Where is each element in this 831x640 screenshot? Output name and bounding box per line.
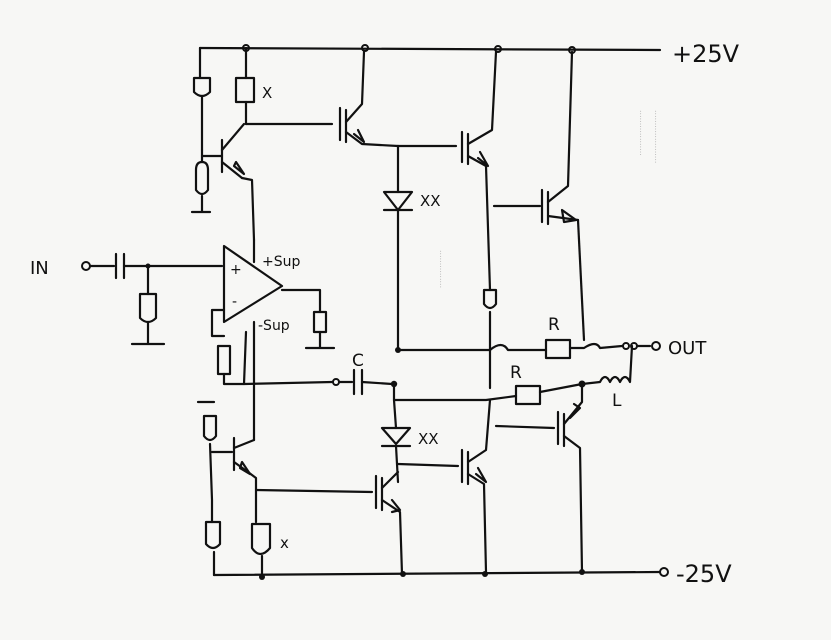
transistor-q8 — [494, 384, 584, 574]
neg-supply-label: -Sup — [258, 318, 290, 334]
transistor-q3 — [338, 50, 400, 148]
diode-bottom-label: XX — [418, 430, 439, 448]
resistor-lower-label: R — [510, 363, 522, 383]
svg-text:...............: ............... — [438, 250, 447, 288]
input-capacitor — [114, 252, 126, 280]
input-label: IN — [30, 258, 49, 279]
resistor-r-upper — [544, 338, 572, 360]
transistor-q4 — [460, 50, 498, 292]
diode-top: XX — [382, 144, 441, 352]
input-bias-resistor — [138, 292, 158, 324]
opamp-plus: + — [230, 262, 242, 278]
diode-top-label: XX — [420, 192, 441, 210]
capacitor-c: C — [332, 351, 398, 396]
neg-rail-label: -25V — [676, 560, 732, 588]
svg-text:.....................: ..................... — [653, 110, 662, 163]
resistor-upper-label: R — [548, 315, 560, 335]
transistor-q7 — [396, 398, 492, 574]
transistor-q6 — [254, 470, 404, 576]
transistor-q5 — [492, 50, 586, 342]
opamp-minus: - — [232, 294, 237, 310]
feedback-network — [210, 308, 334, 442]
capacitor-label: C — [352, 351, 364, 371]
output-label: OUT — [668, 338, 707, 359]
positive-rail: +25V — [198, 40, 740, 68]
output-upper-path: R OUT — [395, 315, 707, 360]
resistor-q4-emitter — [482, 288, 498, 390]
input-stage: IN — [30, 252, 224, 346]
mark-x-top: X — [262, 84, 272, 102]
resistor-x-top: X — [234, 46, 272, 126]
output-lower-path: R L — [392, 344, 634, 411]
resistor-r-lower — [514, 384, 542, 406]
opamp-output-resistor — [312, 310, 328, 334]
diode-bottom: XX — [380, 398, 439, 484]
negative-rail: -25V — [212, 560, 732, 588]
pos-supply-label: +Sup — [262, 254, 300, 270]
transistor-q1 — [200, 122, 256, 242]
svg-text:..................: .................. — [638, 110, 647, 156]
op-amp: + - +Sup -Sup — [222, 238, 336, 350]
inductor-label: L — [612, 391, 622, 411]
lower-bias-network — [196, 400, 258, 577]
mark-x-bottom: x — [280, 534, 289, 552]
paper-bleed-through: .................. .....................… — [438, 110, 662, 288]
pos-rail-label: +25V — [672, 40, 740, 68]
inductor-l — [580, 344, 634, 386]
resistor-x-bottom: x — [250, 522, 289, 579]
bias-resistor-left — [194, 160, 210, 196]
left-bias-network — [190, 46, 212, 214]
bias-resistor-top-left — [192, 76, 212, 98]
